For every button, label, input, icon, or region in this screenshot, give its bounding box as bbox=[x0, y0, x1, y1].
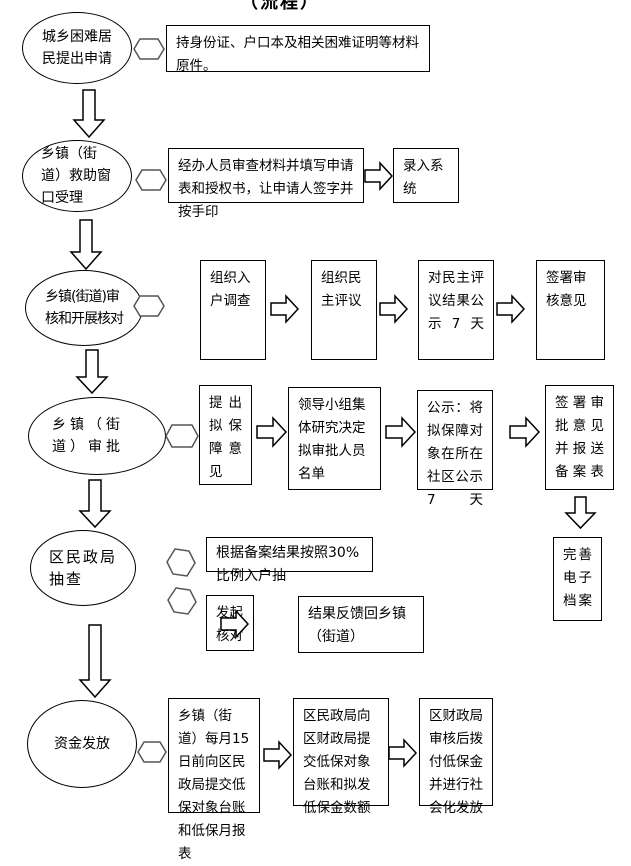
right-arrow-icon bbox=[220, 609, 250, 639]
step-3-ellipse: 乡镇(街道)审核和开展核对 bbox=[25, 270, 143, 346]
step-4-action-1: 提出拟保障意见 bbox=[199, 385, 252, 485]
right-arrow-icon bbox=[256, 416, 288, 448]
hexagon-connector-icon bbox=[135, 169, 167, 191]
right-arrow-icon bbox=[388, 738, 418, 768]
down-arrow-icon bbox=[75, 349, 109, 395]
step-2-action-1: 经办人员审查材料并填写申请表和授权书，让申请人签字并按手印 bbox=[168, 148, 364, 220]
step-4-action-5: 完善电子档案 bbox=[553, 537, 602, 621]
right-arrow-icon bbox=[263, 740, 293, 770]
down-arrow-icon bbox=[69, 219, 103, 271]
step-6-ellipse: 资金发放 bbox=[27, 700, 137, 788]
step-2-action-2: 录入系统 bbox=[393, 148, 459, 203]
step-4-action-4: 签署审批意见并报送备案表 bbox=[545, 385, 614, 490]
step-1-ellipse: 城乡困难居民提出申请 bbox=[22, 12, 132, 84]
down-arrow-icon bbox=[78, 624, 112, 699]
step-5-label: 区民政局抽查 bbox=[49, 548, 118, 588]
step-1-label: 城乡困难居民提出申请 bbox=[42, 29, 112, 67]
hexagon-connector-icon bbox=[133, 38, 165, 60]
step-6-action-3: 区财政局审核后拨付低保金并进行社会化发放 bbox=[419, 698, 493, 816]
hexagon-connector-icon bbox=[137, 741, 167, 763]
step-3-action-3: 对民主评议结果公示7天 bbox=[418, 260, 494, 360]
right-arrow-icon bbox=[379, 294, 409, 324]
step-3-action-1: 组织入户调查 bbox=[200, 260, 266, 360]
hexagon-connector-icon bbox=[167, 587, 197, 615]
right-arrow-icon bbox=[385, 416, 417, 448]
step-4-ellipse: 乡镇（街道）审批 bbox=[28, 397, 166, 475]
down-arrow-icon bbox=[564, 496, 597, 530]
step-4-action-2: 领导小组集体研究决定拟审批人员名单 bbox=[288, 387, 381, 490]
hexagon-connector-icon bbox=[165, 424, 199, 448]
step-6-action-1: 乡镇（街道）每月15日前向区民政局提交低保对象台账和低保月报表 bbox=[168, 698, 260, 862]
hexagon-connector-icon bbox=[166, 548, 196, 577]
step-2-label: 乡镇（街道）救助窗口受理 bbox=[41, 146, 111, 206]
step-4-action-3: 公示：将拟保障对象在所在社区公示7天 bbox=[417, 390, 493, 508]
step-3-action-2: 组织民主评议 bbox=[311, 260, 377, 360]
down-arrow-icon bbox=[78, 479, 112, 529]
step-4-label: 乡镇（街道）审批 bbox=[52, 417, 124, 455]
step-6-action-2: 区民政局向区财政局提交低保对象台账和拟发低保金数额 bbox=[293, 698, 389, 816]
right-arrow-icon bbox=[496, 294, 526, 324]
step-3-label: 乡镇(街道)审核和开展核对 bbox=[45, 289, 124, 327]
step-5-action-3: 结果反馈回乡镇（街道） bbox=[298, 596, 424, 653]
step-2-ellipse: 乡镇（街道）救助窗口受理 bbox=[22, 140, 132, 212]
right-arrow-icon bbox=[509, 416, 541, 448]
diagram-title: （流程） bbox=[240, 0, 320, 13]
step-5-ellipse: 区民政局抽查 bbox=[30, 530, 136, 606]
down-arrow-icon bbox=[72, 89, 106, 139]
step-6-label: 资金发放 bbox=[54, 736, 110, 752]
right-arrow-icon bbox=[364, 161, 394, 191]
hexagon-connector-icon bbox=[133, 295, 165, 317]
step-3-action-4: 签署审核意见 bbox=[536, 260, 605, 360]
right-arrow-icon bbox=[270, 294, 300, 324]
step-1-action-1: 持身份证、户口本及相关困难证明等材料原件。 bbox=[166, 25, 430, 74]
step-5-action-1: 根据备案结果按照30%比例入户抽 bbox=[206, 537, 373, 584]
